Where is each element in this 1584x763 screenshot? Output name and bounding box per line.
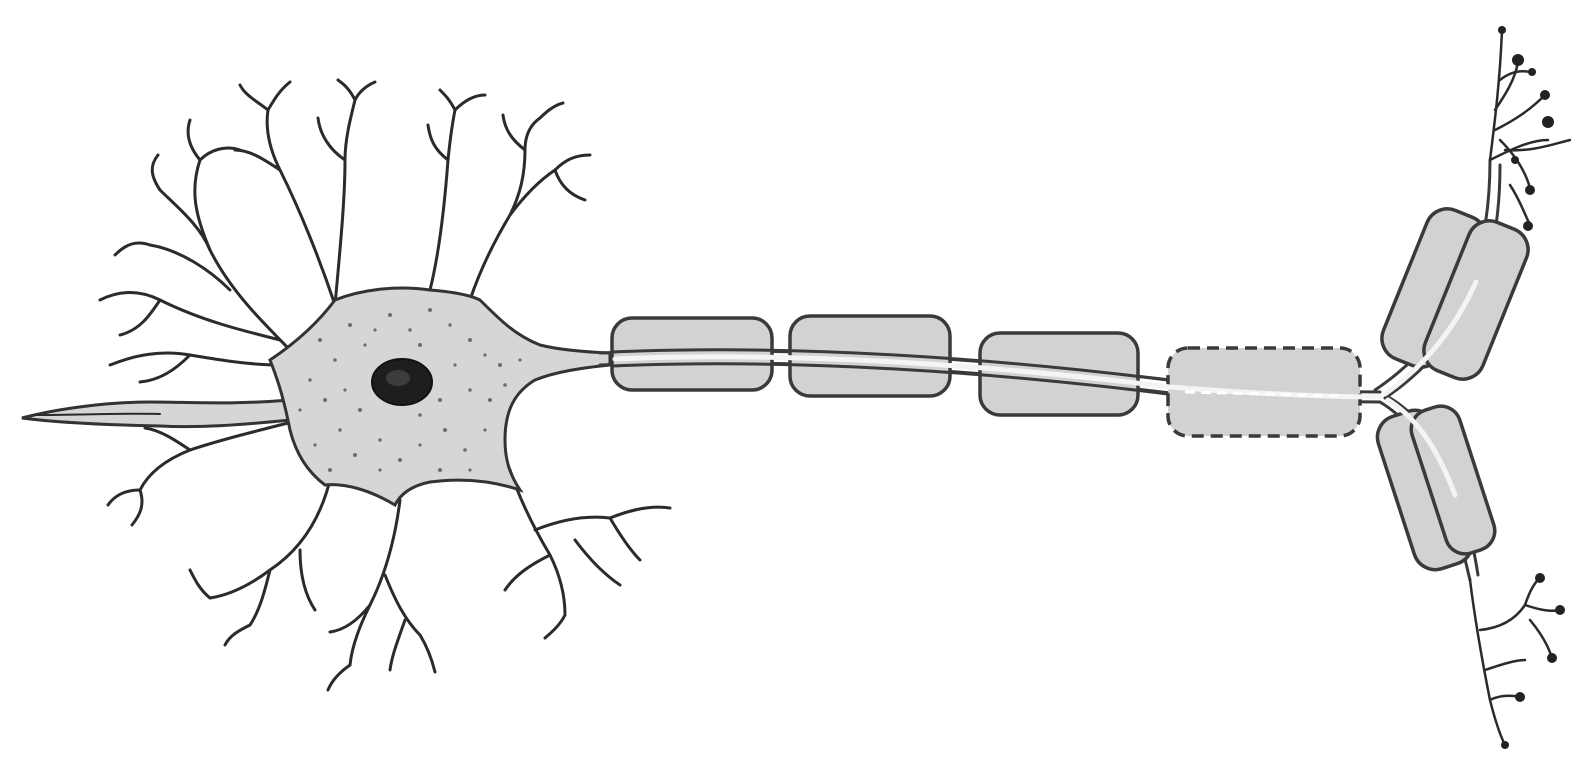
synaptic-terminals-upper: [1490, 26, 1570, 231]
axon-terminal-upper: [1375, 160, 1535, 398]
myelin-segment: [612, 318, 772, 390]
cell-body: [270, 288, 610, 505]
synaptic-terminals-lower: [1470, 573, 1565, 749]
axon-terminal-lower: [1372, 398, 1500, 580]
